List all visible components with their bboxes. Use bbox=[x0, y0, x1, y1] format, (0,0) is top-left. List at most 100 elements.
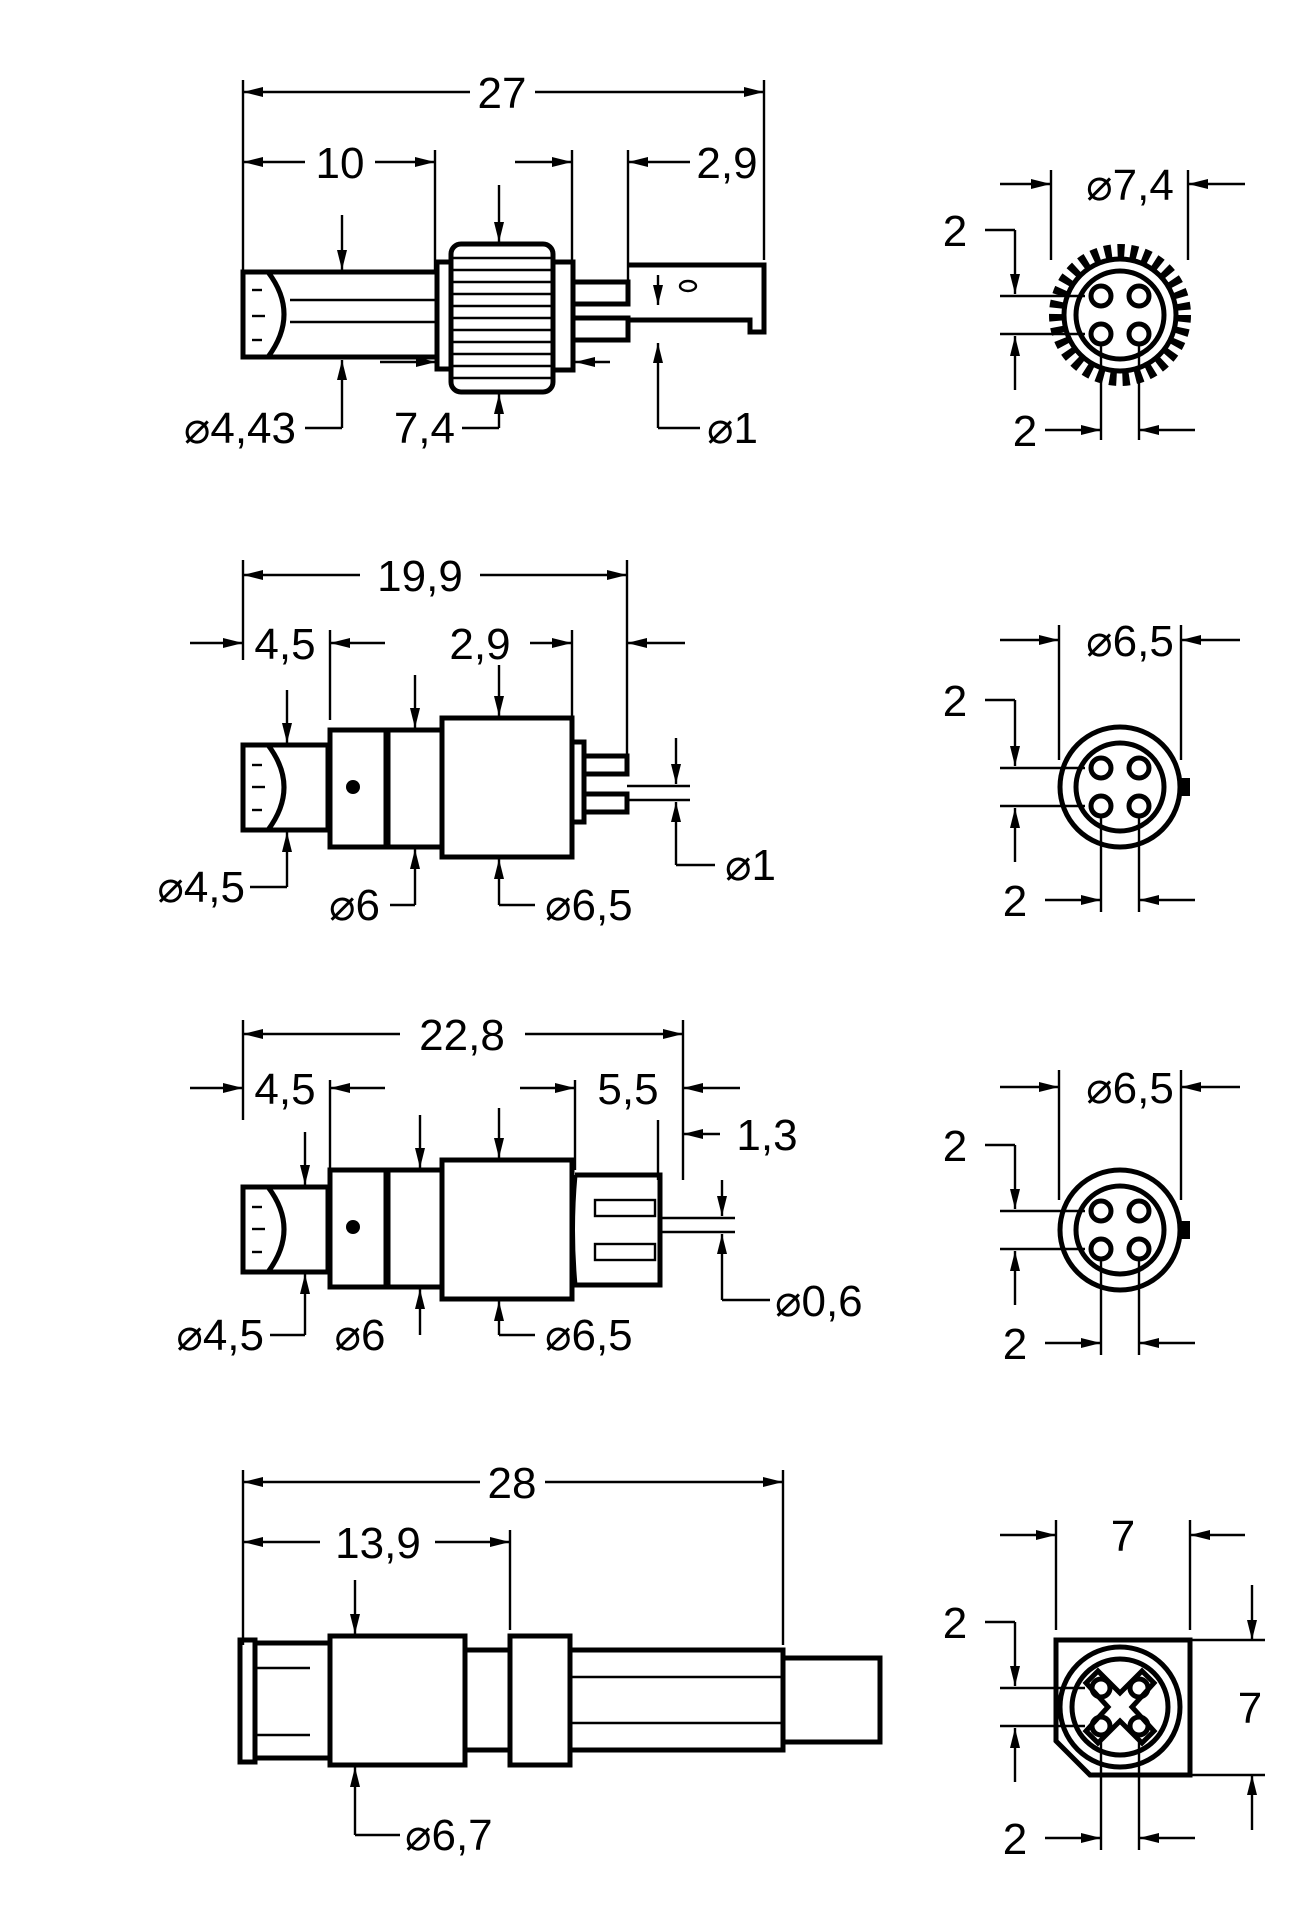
connector-4-side-view: 28 13,9 ⌀6,7 bbox=[237, 1459, 883, 1860]
dim-label: 28 bbox=[488, 1459, 537, 1508]
dim-outer-dia: ⌀6,5 bbox=[1000, 1064, 1240, 1113]
ring bbox=[507, 1633, 573, 1768]
dim-pitch-v: 2 bbox=[943, 677, 1020, 862]
pin-contact bbox=[1126, 755, 1152, 781]
dim-label: 4,5 bbox=[254, 1065, 315, 1114]
dim-total-length: 19,9 bbox=[243, 552, 627, 601]
dim-body-length: 2,9 bbox=[449, 620, 685, 669]
connector-3-side-view: 22,8 4,5 5,5 1,3 bbox=[176, 1011, 862, 1360]
cable-section bbox=[240, 269, 440, 360]
dim-height: 7 bbox=[1238, 1585, 1262, 1830]
dim-pitch-h: 2 bbox=[1003, 877, 1195, 926]
dim-label: 7 bbox=[1238, 1684, 1262, 1733]
connector-1-end-view: ⌀7,4 2 2 bbox=[943, 161, 1245, 456]
body bbox=[327, 1633, 468, 1768]
dim-pitch-v: 2 bbox=[943, 1599, 1020, 1782]
connector-1-side-view: 27 10 2,9 bbox=[184, 69, 767, 453]
dim-cable-dia: ⌀4,43 bbox=[184, 215, 347, 453]
dim-label: ⌀6,5 bbox=[1086, 617, 1174, 666]
dim-label: 1,3 bbox=[736, 1111, 797, 1160]
dim-front-length: 13,9 bbox=[243, 1519, 510, 1568]
dim-label: ⌀6 bbox=[335, 1311, 386, 1360]
pin bbox=[581, 753, 630, 777]
dim-socket-length: 5,5 bbox=[520, 1065, 740, 1114]
dim-label: 2,9 bbox=[696, 139, 757, 188]
dim-total-length: 28 bbox=[243, 1459, 783, 1508]
pin-contact bbox=[1088, 321, 1114, 347]
dim-label: 2 bbox=[943, 1599, 967, 1648]
pin-contact bbox=[1088, 1236, 1114, 1262]
dim-pitch-v: 2 bbox=[943, 1122, 1020, 1305]
pin-contact bbox=[1126, 283, 1152, 309]
dim-label: 2 bbox=[943, 207, 967, 256]
dim-label: 2 bbox=[1003, 1320, 1027, 1369]
pin-contact bbox=[1089, 1676, 1113, 1700]
dim-label: 7,4 bbox=[394, 404, 455, 453]
dim-label: 19,9 bbox=[377, 552, 463, 601]
dim-pitch-h: 2 bbox=[1003, 1815, 1195, 1864]
pin-contact bbox=[1088, 1198, 1114, 1224]
dim-label: 2 bbox=[1003, 877, 1027, 926]
pin bbox=[581, 791, 630, 815]
pin-contact bbox=[1088, 283, 1114, 309]
dim-outer-dia: ⌀6,5 bbox=[1000, 617, 1240, 666]
dim-label: 22,8 bbox=[419, 1011, 505, 1060]
dim-label: 2 bbox=[943, 677, 967, 726]
connector-2-side-view: 19,9 4,5 2,9 ⌀4,5 bbox=[157, 552, 776, 930]
dim-label: ⌀6,7 bbox=[405, 1811, 493, 1860]
pin-contact bbox=[1126, 1236, 1152, 1262]
solder-tail bbox=[628, 262, 767, 335]
knurled-edge bbox=[1049, 244, 1191, 386]
keying-insert bbox=[1082, 1667, 1158, 1747]
body bbox=[439, 715, 575, 860]
pin-contact bbox=[1088, 793, 1114, 819]
dim-cable-dia: ⌀4,5 bbox=[176, 1132, 310, 1360]
pin-contact bbox=[1127, 1714, 1151, 1738]
cable bbox=[780, 1655, 883, 1745]
pin bbox=[570, 279, 631, 307]
ring bbox=[385, 727, 445, 850]
dim-label: ⌀1 bbox=[725, 841, 776, 890]
dim-label: 4,5 bbox=[254, 620, 315, 669]
dim-label: 2 bbox=[1013, 407, 1037, 456]
dim-label: ⌀1 bbox=[707, 404, 758, 453]
dim-label: ⌀6,5 bbox=[545, 1311, 633, 1360]
dim-total-length: 22,8 bbox=[243, 1011, 683, 1060]
dim-label: ⌀6 bbox=[329, 881, 380, 930]
pin-contact bbox=[1127, 1676, 1151, 1700]
dim-label: ⌀6,5 bbox=[1086, 1064, 1174, 1113]
pin-contact bbox=[1126, 321, 1152, 347]
connector-2-end-view: ⌀6,5 2 2 bbox=[943, 617, 1240, 926]
dim-pin-dia: ⌀1 bbox=[671, 738, 776, 890]
dim-front-length: 10 bbox=[243, 139, 435, 188]
dim-label: 2,9 bbox=[449, 620, 510, 669]
cable-end bbox=[243, 269, 287, 360]
dim-pitch-h: 2 bbox=[1003, 1320, 1195, 1369]
body bbox=[439, 1157, 575, 1302]
dim-pitch-h: 2 bbox=[1013, 407, 1195, 456]
dim-offset: 1,3 bbox=[683, 1111, 798, 1160]
dim-label: 5,5 bbox=[597, 1065, 658, 1114]
pin-contact bbox=[1089, 1714, 1113, 1738]
socket bbox=[570, 1172, 663, 1288]
dim-pitch-v: 2 bbox=[943, 207, 1020, 390]
ring bbox=[385, 1167, 445, 1290]
front-shell bbox=[252, 1640, 333, 1761]
connector-3-end-view: ⌀6,5 2 2 bbox=[943, 1064, 1240, 1369]
rear-shell bbox=[567, 1647, 786, 1753]
dim-body-dia: ⌀6,5 bbox=[494, 665, 633, 930]
dim-body-dia: ⌀6,5 bbox=[494, 1108, 633, 1360]
dim-label: 10 bbox=[316, 139, 365, 188]
dim-label: ⌀0,6 bbox=[775, 1277, 863, 1326]
pin-contact bbox=[1126, 793, 1152, 819]
dim-label: ⌀6,5 bbox=[545, 881, 633, 930]
dim-outer-dia: ⌀7,4 bbox=[1000, 161, 1245, 210]
dim-ring-dia: ⌀6 bbox=[329, 675, 420, 930]
dim-nut-dia: 7,4 bbox=[394, 185, 504, 453]
dim-ring-dia: ⌀6 bbox=[335, 1115, 425, 1360]
dim-label: 7 bbox=[1111, 1512, 1135, 1561]
dim-total-length: 27 bbox=[243, 69, 764, 118]
dim-label: ⌀7,4 bbox=[1086, 161, 1174, 210]
pin-contact bbox=[1088, 755, 1114, 781]
